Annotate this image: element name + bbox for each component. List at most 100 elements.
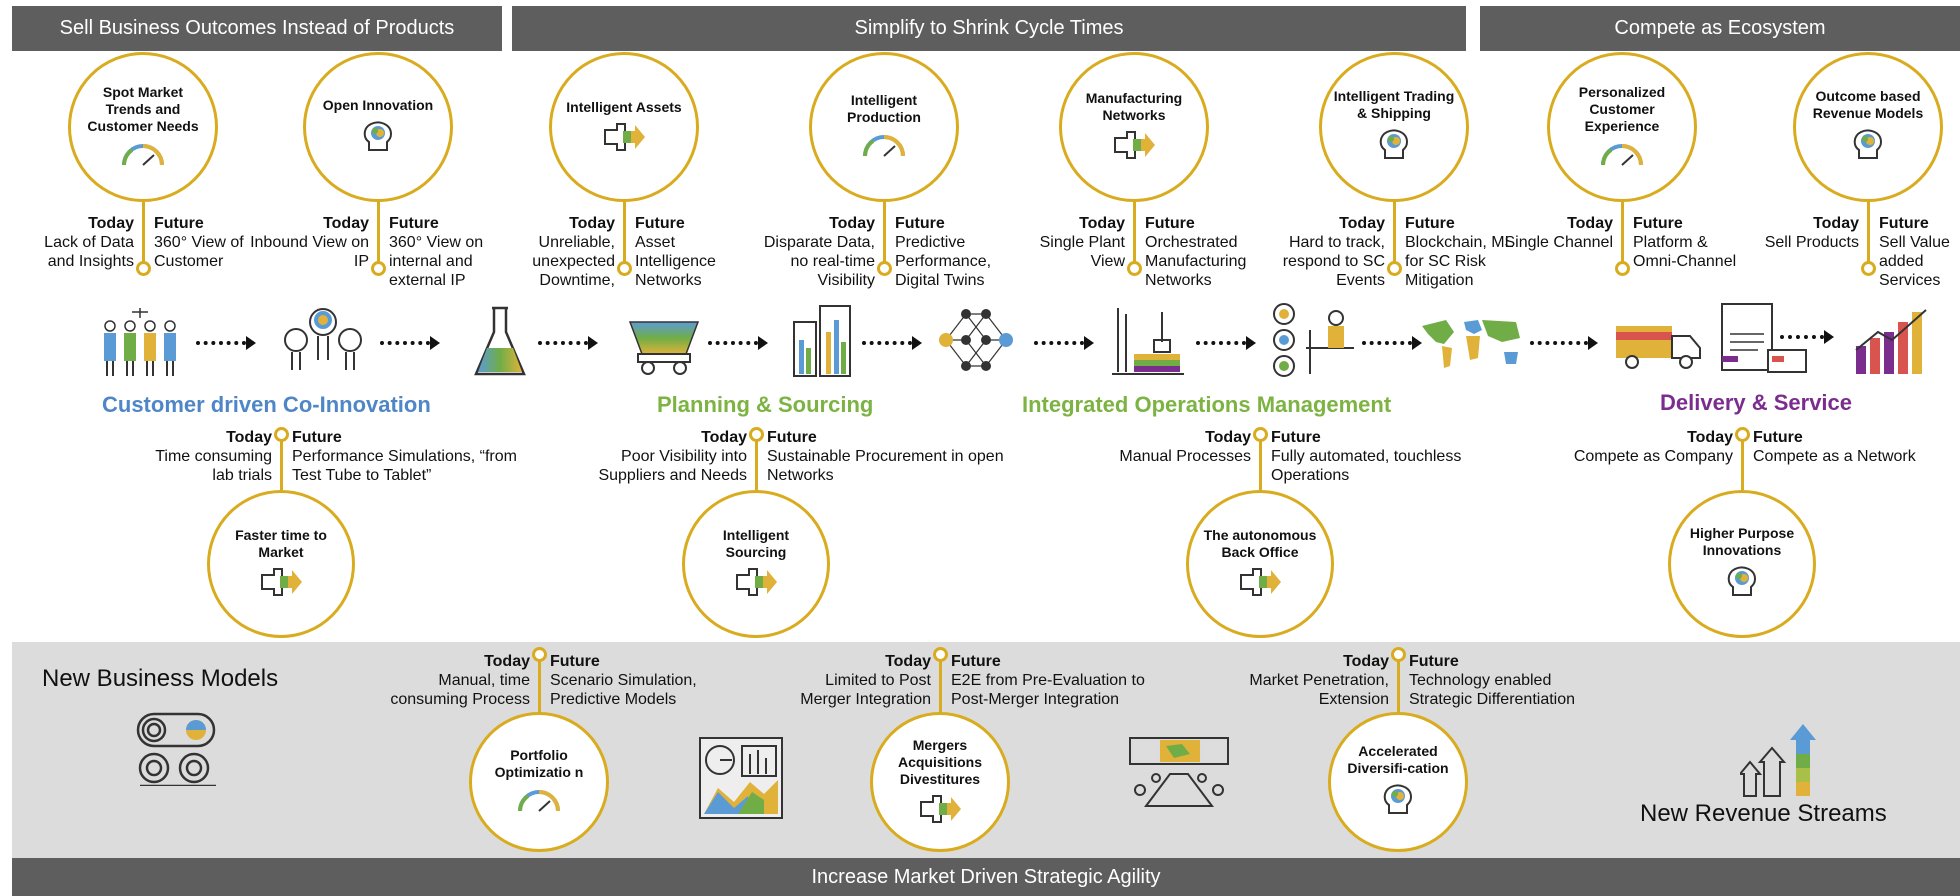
- arrow-icon: [733, 561, 779, 601]
- spot-market-future-text: 360° View of Customer: [154, 234, 244, 270]
- intelligent-trading-title: Intelligent Trading & Shipping: [1333, 88, 1455, 121]
- brain-icon: [1851, 122, 1885, 166]
- higher-purpose-dot: [1735, 427, 1750, 442]
- personalized-experience-circle: Personalized Customer Experience: [1547, 52, 1697, 202]
- intelligent-assets-today-text: Unreliable, unexpected Downtime,: [532, 234, 615, 289]
- today-label: Today: [1339, 215, 1385, 232]
- personalized-experience-future-text: Platform & Omni-Channel: [1633, 234, 1737, 270]
- mergers-acquisitions-connector: [939, 654, 942, 714]
- mergers-acquisitions-today-text: Limited to Post Merger Integration: [800, 672, 931, 708]
- open-innovation-today-text: Inbound View on IP: [250, 234, 369, 270]
- flow-arrowhead-10: [1824, 330, 1834, 344]
- intelligent-trading-future-text: Blockchain, ML for SC Risk Mitigation: [1405, 234, 1513, 289]
- future-label: Future: [767, 429, 817, 446]
- contract-payment-illustration: [1718, 300, 1810, 385]
- flow-arrow-9: [1530, 341, 1588, 349]
- future-label: Future: [1753, 429, 1803, 446]
- future-label: Future: [1633, 215, 1683, 232]
- personalized-experience-title: Personalized Customer Experience: [1578, 83, 1666, 134]
- today-label: Today: [1079, 215, 1125, 232]
- open-innovation-circle: Open Innovation: [303, 52, 453, 202]
- flow-arrow-8: [1362, 341, 1412, 349]
- mergers-acquisitions-future-text: E2E from Pre-Evaluation to Post-Merger I…: [951, 672, 1145, 708]
- intelligent-assets-title: Intelligent Assets: [566, 98, 682, 115]
- future-label: Future: [1879, 215, 1929, 232]
- today-label: Today: [1205, 429, 1251, 446]
- today-label: Today: [323, 215, 369, 232]
- intelligent-trading-circle: Intelligent Trading & Shipping: [1319, 52, 1469, 202]
- meeting-room-illustration: [1126, 734, 1232, 819]
- spot-market-connector: [142, 202, 145, 267]
- flow-arrow-6: [1034, 341, 1084, 349]
- today-label: Today: [226, 429, 272, 446]
- flow-arrow-3: [538, 341, 588, 349]
- faster-time-to-market-title: Faster time to Market: [235, 527, 327, 560]
- customers-illustration: [96, 306, 182, 383]
- footer-strategic-agility: Increase Market Driven Strategic Agility: [12, 858, 1960, 896]
- higher-purpose-connector: [1741, 434, 1744, 490]
- today-label: Today: [569, 215, 615, 232]
- revenue-chart-illustration: [1852, 306, 1932, 381]
- portfolio-optimization-connector: [538, 654, 541, 714]
- new-revenue-streams-label: New Revenue Streams: [1640, 800, 1887, 827]
- manufacturing-networks-title: Manufacturing Networks: [1085, 90, 1183, 123]
- accelerated-diversification-circle: Accelerated Diversifi-cation: [1328, 712, 1468, 852]
- intelligent-assets-future-text: Asset Intelligence Networks: [635, 234, 716, 289]
- flow-arrow-1: [196, 341, 246, 349]
- brain-icon: [1381, 777, 1415, 821]
- spot-market-circle: Spot Market Trends and Customer Needs: [68, 52, 218, 202]
- intelligent-trading-connector: [1393, 202, 1396, 267]
- today-label: Today: [484, 653, 530, 670]
- phase-planning-sourcing: Planning & Sourcing: [657, 392, 874, 417]
- gauge-icon: [1599, 135, 1645, 171]
- faster-time-to-market-dot: [274, 427, 289, 442]
- gauge-icon: [861, 126, 907, 162]
- outcome-revenue-dot: [1861, 261, 1876, 276]
- faster-time-to-market-circle: Faster time to Market: [207, 490, 355, 638]
- portfolio-optimization-title: Portfolio Optimizatio n: [494, 747, 584, 780]
- arrow-icon: [601, 116, 647, 156]
- open-innovation-future-text: 360° View on internal and external IP: [389, 234, 484, 289]
- flow-arrowhead-5: [912, 336, 922, 350]
- factory-building-illustration: [790, 302, 854, 383]
- manufacturing-networks-today-text: Single Plant View: [1039, 234, 1125, 270]
- autonomous-back-office-connector: [1259, 434, 1262, 490]
- accelerated-diversification-future-text: Technology enabled Strategic Differentia…: [1409, 672, 1576, 708]
- today-label: Today: [1343, 653, 1389, 670]
- manufacturing-plant-illustration: [1110, 302, 1186, 383]
- portfolio-optimization-dot: [532, 647, 547, 662]
- intelligent-sourcing-circle: Intelligent Sourcing: [682, 490, 830, 638]
- flow-arrowhead-1: [246, 336, 256, 350]
- flow-arrow-10: [1780, 335, 1824, 343]
- future-label: Future: [1409, 653, 1459, 670]
- intelligent-sourcing-connector: [755, 434, 758, 490]
- portfolio-optimization-circle: Portfolio Optimizatio n: [469, 712, 609, 852]
- phase-integrated-operations: Integrated Operations Management: [1022, 392, 1392, 417]
- worker-desk-illustration: [1270, 300, 1354, 385]
- revenue-streams-icon: [1737, 722, 1820, 803]
- accelerated-diversification-title: Accelerated Diversifi-cation: [1347, 743, 1449, 776]
- mining-cart-illustration: [628, 318, 700, 381]
- open-innovation-dot: [371, 261, 386, 276]
- spot-market-dot: [136, 261, 151, 276]
- lightbulbs-illustration: [278, 300, 368, 383]
- flow-arrow-7: [1196, 341, 1246, 349]
- flow-arrow-4: [708, 341, 758, 349]
- today-label: Today: [885, 653, 931, 670]
- today-label: Today: [829, 215, 875, 232]
- today-label: Today: [1687, 429, 1733, 446]
